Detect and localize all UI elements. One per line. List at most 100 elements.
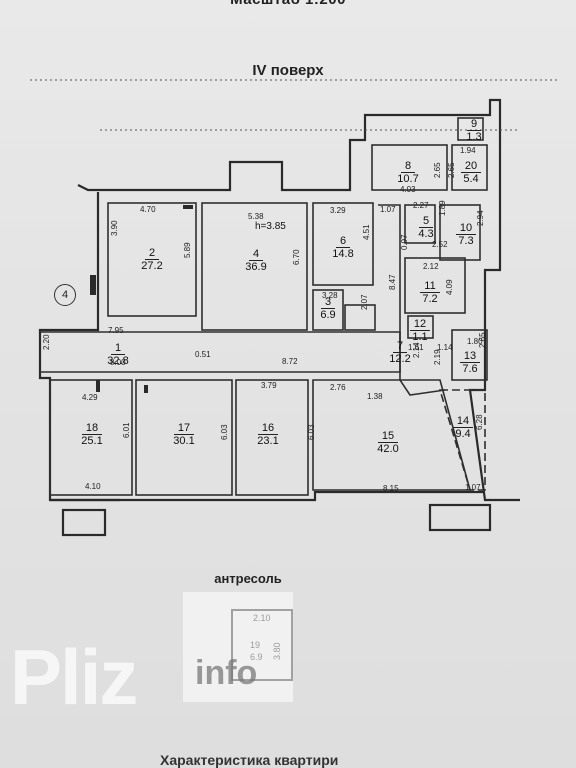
room-area: 27.2: [141, 260, 163, 272]
room-3-closet: [344, 304, 376, 331]
room-10-outline: [439, 204, 481, 261]
room-number: 8: [400, 160, 416, 173]
dimension-d276: 2.76: [330, 383, 346, 392]
room-number: 10: [455, 222, 477, 235]
room-number: 12: [409, 318, 431, 331]
bottom-bay-right: [428, 503, 492, 532]
room-13-outline: [451, 329, 488, 381]
outer-wall-top: [77, 98, 520, 502]
room-12-outline: [407, 315, 434, 339]
window-mark: [90, 275, 96, 295]
room-area: 42.0: [377, 443, 399, 455]
dimension-d628: 6.28: [475, 414, 484, 430]
door-mark-18: [96, 380, 100, 392]
room-area: 12.2: [389, 353, 411, 365]
room-area: 9.4: [455, 428, 471, 440]
scale-label: Масштаб 1:200: [0, 0, 576, 8]
room-number: 11: [420, 280, 440, 293]
room-9-outline: [457, 117, 484, 141]
room-number: 2: [144, 247, 160, 260]
dimension-d538: 5.38: [248, 212, 264, 221]
dimension-d470: 4.70: [140, 205, 156, 214]
watermark-logo: Pliz: [10, 633, 138, 721]
dimension-d180: 1.80: [467, 337, 483, 346]
dimension-d328: 3.28: [322, 291, 338, 300]
room-number: 7: [392, 340, 408, 353]
room-5-outline: [404, 204, 436, 244]
mezzanine-title: антресоль: [214, 571, 282, 586]
room-area: 7.6: [462, 363, 478, 375]
dimension-d220: 2.20: [42, 334, 51, 350]
dimension-d219: 2.19: [433, 349, 442, 365]
dimension-d601: 6.01: [122, 422, 131, 438]
room-14-outline: [438, 389, 486, 491]
dimension-d409: 4.09: [445, 279, 454, 295]
dimension-d815: 8.15: [383, 484, 399, 493]
room-20-outline: [451, 144, 488, 191]
room-number: 16: [257, 422, 279, 435]
room-area: 7.2: [422, 293, 438, 305]
dimension-d294: 2.94: [476, 210, 485, 226]
room-16-outline: [235, 379, 309, 496]
dimension-d800: 8.00: [110, 358, 126, 367]
dimension-d379: 3.79: [261, 381, 277, 390]
floor-title: IV поверх: [252, 62, 324, 79]
room-area: 36.9: [245, 261, 267, 273]
dimension-d603a: 6.03: [220, 424, 229, 440]
dimension-d429: 4.29: [82, 393, 98, 402]
dimension-d265c: 2.65: [478, 332, 487, 348]
room-number: 6: [335, 235, 351, 248]
room-area: 6.9: [320, 309, 336, 321]
watermark-box: [183, 592, 293, 702]
room-number: 14: [452, 415, 474, 428]
dimension-d212: 2.12: [423, 262, 439, 271]
dimension-d107: 1.07: [380, 205, 396, 214]
room-area: 5.4: [463, 173, 479, 185]
room-area: 1.1: [412, 331, 428, 343]
room-1-outline: [40, 331, 401, 373]
dimension-d114: 1.14: [437, 343, 453, 352]
dimension-d051: 0.51: [195, 350, 211, 359]
room-area: 23.1: [257, 435, 279, 447]
room-area: 32.8: [107, 355, 129, 367]
dimension-d161: 1.61: [408, 343, 424, 352]
apartment-characteristics-heading: Характеристика квартири: [160, 752, 339, 768]
room-area: 30.1: [173, 435, 195, 447]
room-number: 13: [459, 350, 481, 363]
room-6-outline: [312, 202, 374, 286]
room-number: 1: [110, 342, 126, 355]
bottom-bay-left: [61, 508, 107, 537]
room-area: 25.1: [81, 435, 103, 447]
dimension-d847: 8.47: [388, 274, 397, 290]
room-number: 4: [248, 248, 264, 261]
dimension-d252: 2.52: [432, 240, 448, 249]
room-area: 10.7: [397, 173, 419, 185]
dimension-d214: 2.14: [412, 342, 421, 358]
dimension-d872: 8.72: [282, 357, 298, 366]
room-area: 7.3: [458, 235, 474, 247]
room-number: 17: [173, 422, 195, 435]
room-number: 20: [460, 160, 482, 173]
room-3-outline: [312, 289, 344, 331]
dimension-d603b: 6.03: [307, 424, 316, 440]
dimension-d451: 4.51: [362, 224, 371, 240]
outer-wall-bottom: [50, 490, 485, 502]
dimension-d138: 1.38: [367, 392, 383, 401]
dimension-d227: 2.27: [413, 201, 429, 210]
room-number: 9: [466, 118, 482, 131]
dimension-d329: 3.29: [330, 206, 346, 215]
dimension-d589: 5.89: [183, 242, 192, 258]
